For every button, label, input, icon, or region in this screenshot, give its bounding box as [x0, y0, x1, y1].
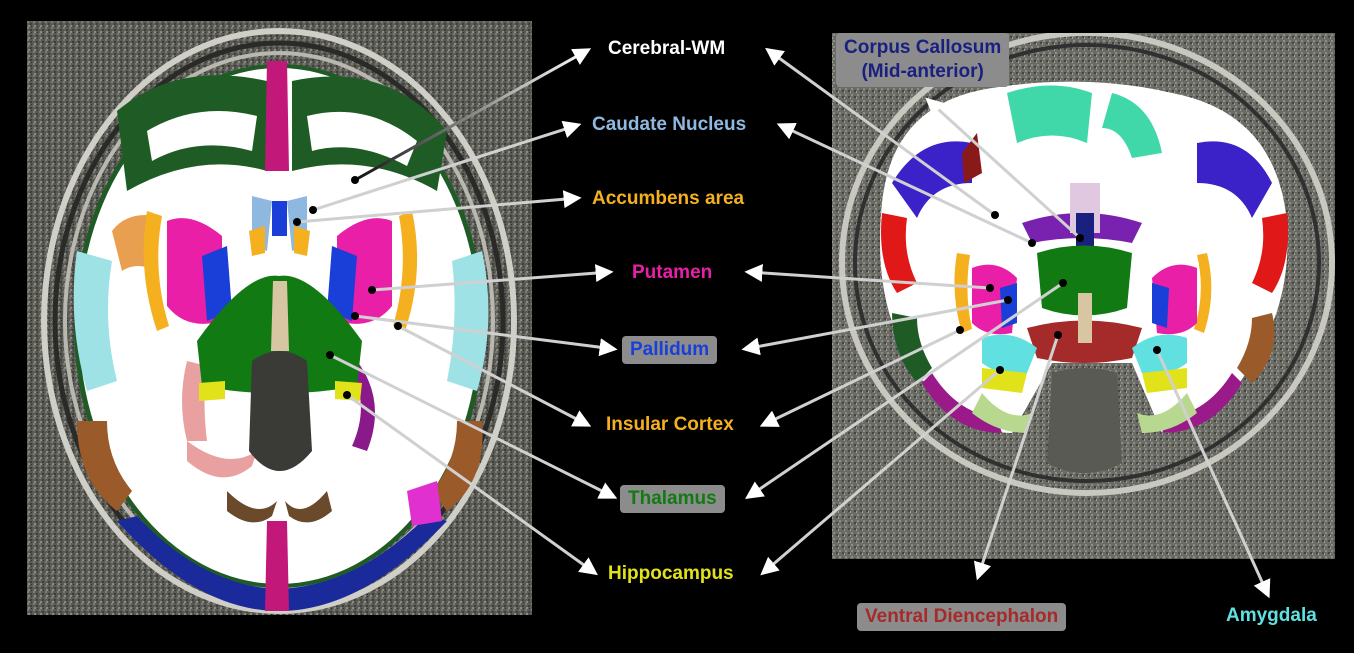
arrow-caudate-axial [313, 125, 578, 210]
arrow-thalamus-axial [330, 355, 614, 497]
arrow-insular-coronal [763, 330, 960, 425]
label-hippocampus: Hippocampus [608, 563, 734, 585]
label-putamen: Putamen [632, 262, 712, 284]
label-caudate-nucleus: Caudate Nucleus [592, 114, 746, 136]
arrow-putamen-coronal [748, 272, 990, 288]
arrow-hippocampus-axial [347, 395, 595, 573]
label-corpus-callosum: Corpus Callosum (Mid-anterior) [836, 33, 1009, 87]
arrow-corpus-callosum [928, 100, 1080, 238]
arrow-pallidum-axial [355, 316, 614, 349]
label-corpus-callosum-line2: (Mid-anterior) [844, 60, 1001, 84]
label-insular-cortex: Insular Cortex [606, 414, 734, 436]
label-corpus-callosum-line1: Corpus Callosum [844, 36, 1001, 60]
label-ventral-diencephalon: Ventral Diencephalon [857, 603, 1066, 631]
label-pallidum: Pallidum [622, 336, 717, 364]
arrow-pallidum-coronal [745, 300, 1008, 349]
arrow-hippocampus-coronal [763, 370, 1000, 573]
label-amygdala: Amygdala [1226, 605, 1317, 627]
label-thalamus: Thalamus [620, 485, 725, 513]
arrow-putamen-axial [372, 272, 610, 290]
arrow-amygdala [1157, 350, 1268, 595]
arrow-caudate-coronal [780, 125, 1032, 243]
label-cerebral-wm: Cerebral-WM [608, 38, 725, 60]
arrow-ventral-diencephalon [978, 335, 1058, 577]
label-accumbens-area: Accumbens area [592, 188, 744, 210]
